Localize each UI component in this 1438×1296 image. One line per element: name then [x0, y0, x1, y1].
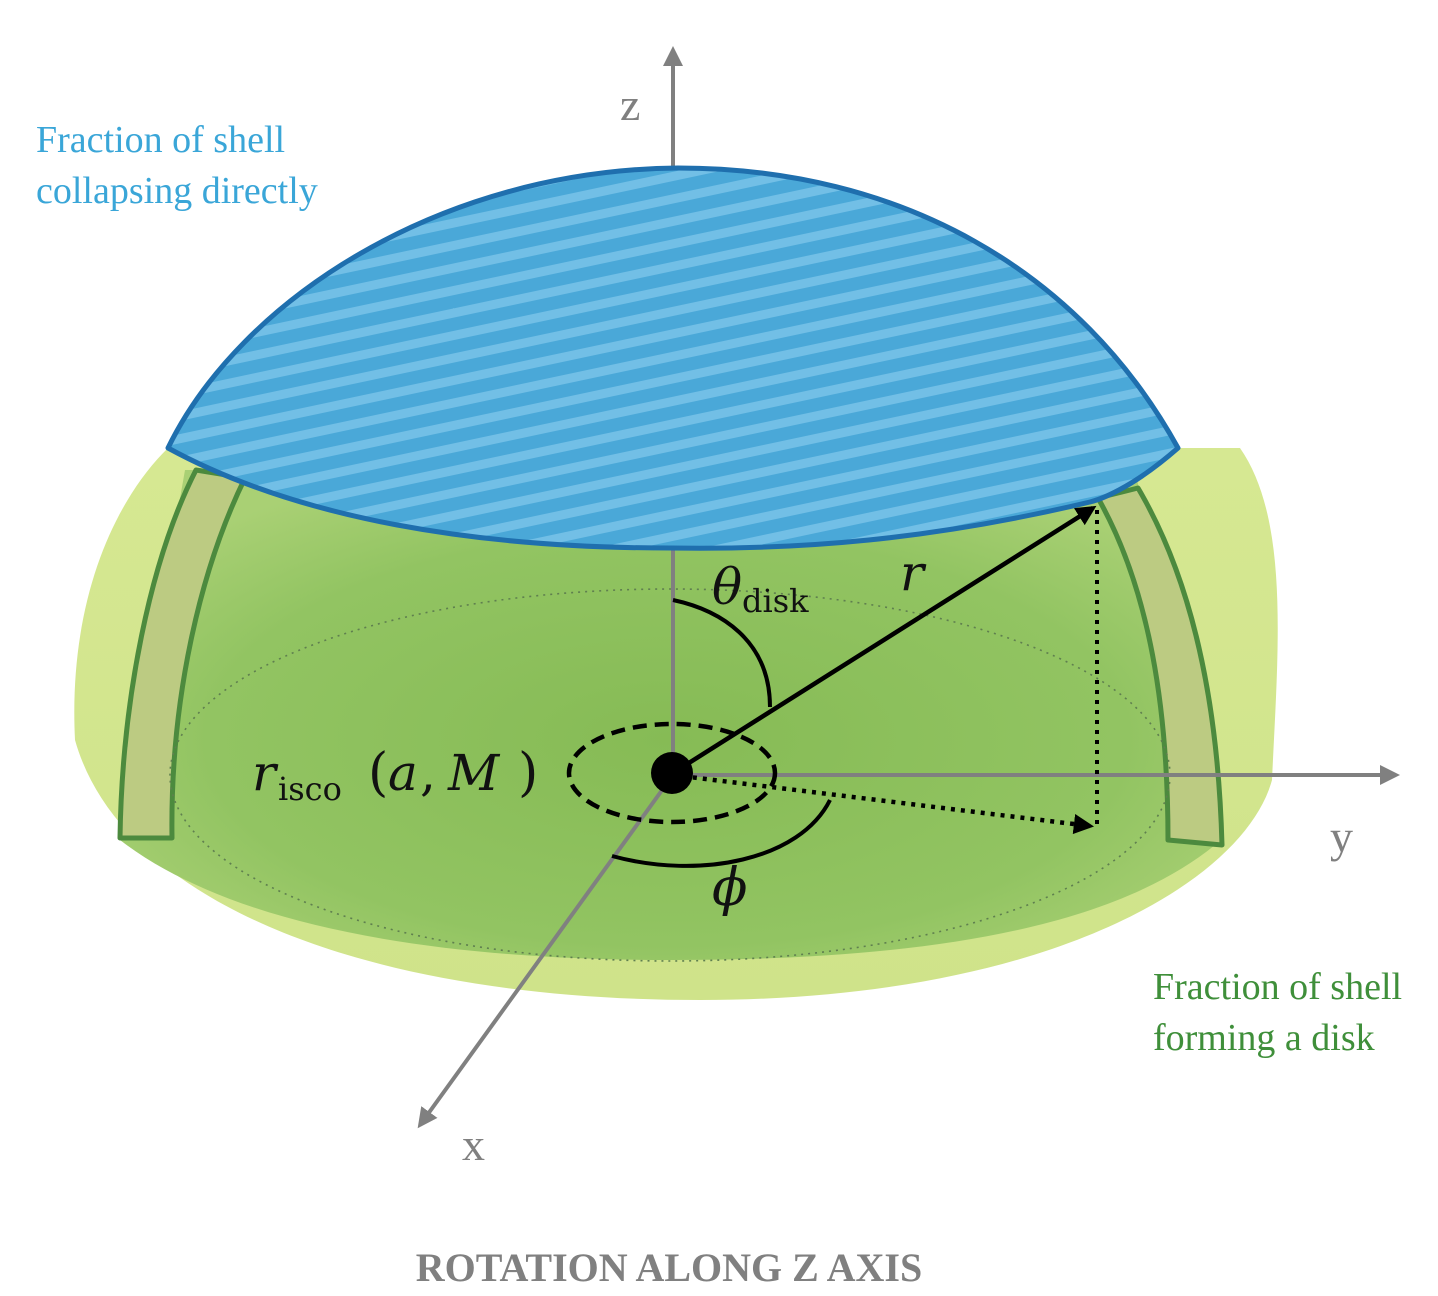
axis-label-z: z [620, 79, 640, 130]
theta-subscript: disk [742, 582, 809, 620]
projection-vector-dotted [672, 772, 1095, 835]
isco-dashed-ellipse [566, 721, 778, 825]
radius-vector [671, 505, 1097, 775]
origin-black-hole-dot [651, 752, 693, 794]
risco-arg-M: M [447, 744, 501, 802]
theta-label: θ [712, 558, 742, 616]
phi-angle-arc [611, 799, 832, 868]
shell-blue-cap [165, 165, 1181, 551]
green-annotation-line2: forming a disk [1153, 1017, 1375, 1059]
risco-comma: , [420, 744, 436, 802]
theta-angle-arc [672, 598, 772, 708]
risco-symbol: r [252, 744, 279, 802]
phi-label: ϕ [712, 858, 747, 918]
risco-open-paren: ( [368, 743, 388, 803]
shell-inner-region [120, 470, 1215, 960]
shell-band-right [1095, 485, 1225, 848]
caption: ROTATION ALONG Z AXIS [416, 1245, 922, 1290]
green-annotation-line1: Fraction of shell [1153, 966, 1402, 1008]
r-label: r [900, 544, 927, 602]
risco-close-paren: ) [518, 743, 538, 803]
axis-label-y: y [1330, 811, 1353, 862]
risco-arg-a: a [388, 744, 418, 802]
blue-annotation-line1: Fraction of shell [36, 119, 285, 161]
risco-subscript: isco [278, 770, 342, 808]
blue-annotation-line2: collapsing directly [36, 170, 318, 212]
axis-label-x: x [462, 1119, 485, 1170]
x-axis [417, 773, 675, 1129]
